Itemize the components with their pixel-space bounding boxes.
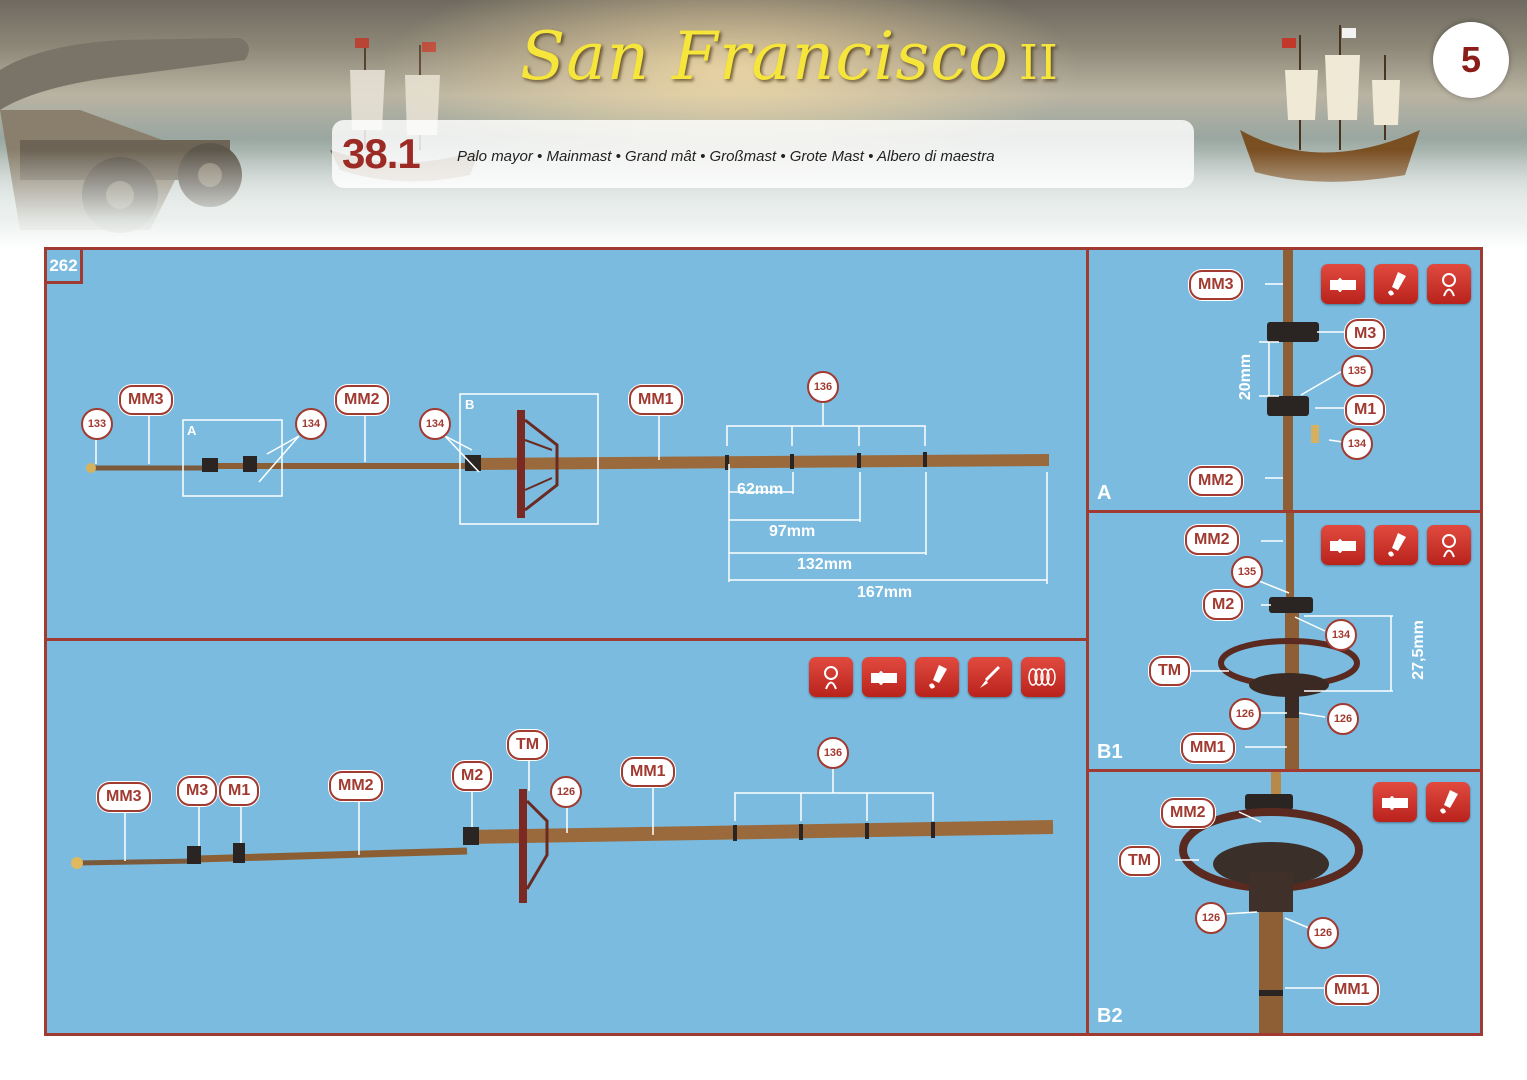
mast-diagram-bottom — [71, 757, 1054, 903]
label-m3: M3 — [177, 776, 218, 806]
dim-132mm: 132mm — [797, 556, 853, 573]
icon-row-b2 — [1373, 782, 1470, 822]
label-tm: TM — [507, 730, 549, 760]
label-mm2: MM2 — [1161, 798, 1215, 828]
puzzle-fit-icon — [1321, 525, 1365, 565]
icon-row-a — [1321, 264, 1471, 304]
part-135-circle: 135 — [1341, 355, 1373, 387]
puzzle-fit-icon — [862, 657, 906, 697]
detail-b1-label: B1 — [1097, 741, 1123, 763]
label-tm: TM — [1119, 846, 1161, 876]
label-mm2: MM2 — [329, 771, 383, 801]
label-m3: M3 — [1345, 319, 1386, 349]
tie-rope-icon — [1427, 264, 1471, 304]
label-m1: M1 — [219, 776, 260, 806]
label-mm3: MM3 — [1189, 270, 1243, 300]
dim-97mm: 97mm — [769, 523, 816, 540]
coil-icon — [1021, 657, 1065, 697]
detail-b1-diagram — [1191, 513, 1393, 769]
step-description: Palo mayor • Mainmast • Grand mât • Groß… — [457, 148, 995, 165]
part-126-circle-b: 126 — [1307, 917, 1339, 949]
label-mm2: MM2 — [335, 385, 389, 415]
detail-b2-label: B2 — [1097, 1005, 1123, 1027]
mast-diagram-top — [86, 393, 1050, 584]
detail-box-b — [459, 393, 599, 525]
label-mm1: MM1 — [1325, 975, 1379, 1005]
puzzle-fit-icon — [1321, 264, 1365, 304]
main-panel-top: 262 — [44, 247, 1089, 641]
label-m2: M2 — [1203, 590, 1244, 620]
mast-truck — [86, 463, 96, 473]
part-m2 — [465, 455, 481, 471]
label-mm2: MM2 — [1185, 525, 1239, 555]
part-134-circle-a: 134 — [295, 408, 327, 440]
part-134-circle: 134 — [1341, 428, 1373, 460]
detail-panel-b2: MM2 TM 126 126 MM1 B2 — [1086, 769, 1483, 1036]
dim-27-5mm: 27,5mm — [1409, 620, 1427, 680]
label-mm1: MM1 — [621, 757, 675, 787]
glue-icon — [1374, 525, 1418, 565]
part-126-circle-a: 126 — [1229, 698, 1261, 730]
title-numeral: II — [1018, 35, 1059, 91]
icon-row-bottom — [809, 657, 1065, 697]
dim-62mm: 62mm — [737, 481, 784, 498]
tie-rope-icon — [1427, 525, 1471, 565]
detail-box-a — [182, 419, 283, 497]
icon-row-b1 — [1321, 525, 1471, 565]
part-126-circle: 126 — [550, 776, 582, 808]
label-tm: TM — [1149, 656, 1191, 686]
top-platform — [517, 410, 525, 518]
step-bar: 38.1 Palo mayor • Mainmast • Grand mât •… — [332, 120, 1194, 188]
detail-b2-diagram — [1175, 772, 1363, 1033]
step-number: 38.1 — [342, 130, 421, 177]
part-135-circle: 135 — [1231, 556, 1263, 588]
label-m1: M1 — [1345, 395, 1386, 425]
main-panel-bottom: MM3 M3 M1 MM2 M2 TM 126 MM1 136 — [44, 638, 1089, 1036]
part-126-circle-b: 126 — [1327, 703, 1359, 735]
part-m1 — [243, 456, 257, 472]
part-m3 — [202, 458, 218, 472]
detail-a-label: A — [187, 423, 197, 438]
label-m2: M2 — [452, 761, 493, 791]
part-133-circle: 133 — [81, 408, 113, 440]
label-mm2: MM2 — [1189, 466, 1243, 496]
detail-panel-b1: MM2 135 M2 134 TM 126 126 MM1 27,5mm B1 — [1086, 510, 1483, 772]
dim-167mm: 167mm — [857, 584, 913, 601]
part-134-circle-b: 134 — [419, 408, 451, 440]
label-mm1: MM1 — [1181, 733, 1235, 763]
detail-a-diagram — [1259, 250, 1345, 510]
brush-icon — [968, 657, 1012, 697]
detail-panel-a: MM3 M3 135 M1 134 MM2 20mm A — [1086, 247, 1483, 513]
figure-number: 262 — [47, 250, 83, 284]
mast-bands — [725, 452, 927, 470]
glue-icon — [915, 657, 959, 697]
tie-rope-icon — [809, 657, 853, 697]
detail-b-label: B — [465, 397, 475, 412]
glue-icon — [1426, 782, 1470, 822]
part-136-circle: 136 — [807, 371, 839, 403]
part-136-circle: 136 — [817, 737, 849, 769]
page-number: 5 — [1433, 22, 1509, 98]
part-126-circle-a: 126 — [1195, 902, 1227, 934]
dim-20mm: 20mm — [1237, 353, 1255, 401]
label-mm3: MM3 — [119, 385, 173, 415]
puzzle-fit-icon — [1373, 782, 1417, 822]
mast-mm1 — [466, 454, 1050, 470]
detail-a-label: A — [1097, 482, 1112, 504]
part-134-circle: 134 — [1325, 619, 1357, 651]
label-mm1: MM1 — [629, 385, 683, 415]
label-mm3: MM3 — [97, 782, 151, 812]
glue-icon — [1374, 264, 1418, 304]
